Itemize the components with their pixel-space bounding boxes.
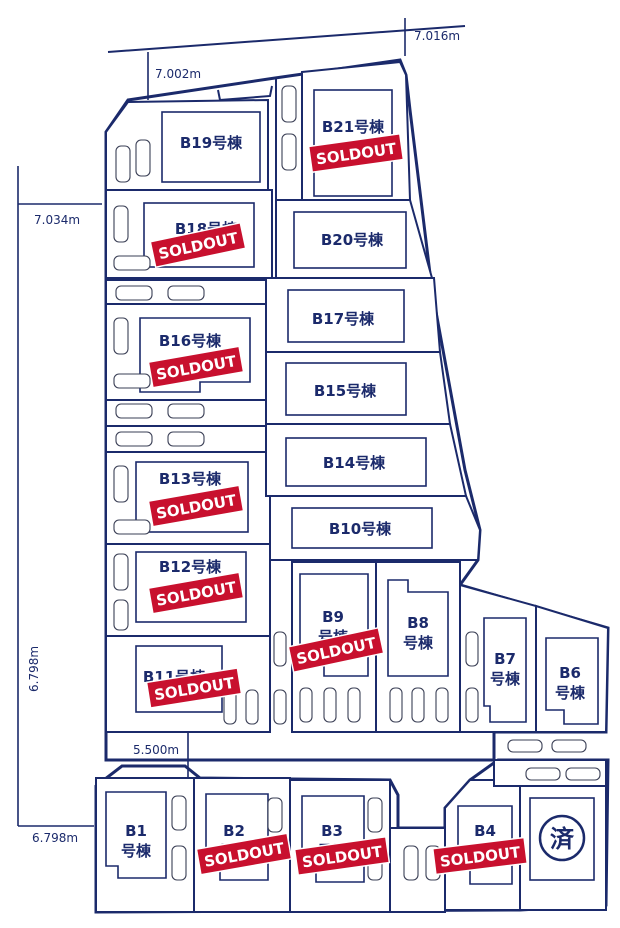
car <box>273 631 287 667</box>
car <box>113 553 129 591</box>
lot-label-B16: B16号棟 <box>159 332 222 350</box>
house-B10 <box>291 507 433 549</box>
lot-label-B1-name: B1 <box>125 822 147 840</box>
car <box>113 373 151 389</box>
soldout-badge-bg <box>145 667 243 709</box>
car <box>113 599 129 631</box>
soldout-badge-bg <box>147 345 245 389</box>
lot-label-B9-name: B9 <box>322 608 344 626</box>
car <box>115 285 153 301</box>
car <box>113 465 129 503</box>
car <box>299 687 313 723</box>
soldout-badge-bg <box>195 832 293 876</box>
dim-label-left-upper: 7.034m <box>34 213 80 227</box>
car <box>551 739 587 753</box>
car <box>113 205 129 243</box>
lot-B19-notch <box>217 85 273 102</box>
dim-label-left-vertical: 6.798m <box>27 646 41 692</box>
dim-label-top-left: 7.002m <box>155 67 201 81</box>
car <box>389 687 403 723</box>
car <box>167 285 205 301</box>
house-B7 <box>483 617 527 723</box>
house-B17 <box>287 289 405 343</box>
lot-label-B2-name: B2 <box>223 822 245 840</box>
lot-label-B15: B15号棟 <box>314 382 377 400</box>
car <box>273 689 287 725</box>
lot-label-B7-name: B7 <box>494 650 516 668</box>
car <box>113 317 129 355</box>
parking-cars <box>113 85 601 881</box>
top-road-edge <box>107 25 466 53</box>
soldout-badge-bg <box>147 484 245 528</box>
lot-label-B6-suffix: 号棟 <box>555 684 586 702</box>
lot-label-B4-name: B4 <box>474 822 496 840</box>
dim-label-left-lower: 6.798m <box>32 831 78 845</box>
soldout-badge-bg <box>149 221 247 269</box>
lot-label-B3-name: B3 <box>321 822 343 840</box>
car <box>465 631 479 667</box>
car <box>135 139 151 177</box>
car <box>347 687 361 723</box>
lot-label-B6-name: B6 <box>559 664 581 682</box>
car <box>245 689 259 725</box>
car <box>507 739 543 753</box>
house-B1 <box>105 791 167 879</box>
car <box>113 255 151 271</box>
soldout-badge-bg <box>147 571 245 615</box>
car <box>115 403 153 419</box>
car <box>115 431 153 447</box>
lot-label-B17: B17号棟 <box>312 310 375 328</box>
car <box>403 845 419 881</box>
car <box>411 687 425 723</box>
car <box>565 767 601 781</box>
car <box>281 133 297 171</box>
lot-label-B13: B13号棟 <box>159 470 222 488</box>
dim-label-top-right: 7.016m <box>414 29 460 43</box>
soldout-badge-bg <box>431 836 529 876</box>
lot-label-B20: B20号棟 <box>321 231 384 249</box>
seal-text: 済 <box>550 824 575 853</box>
car <box>465 687 479 723</box>
soldout-badge-B12: SOLDOUT <box>147 571 245 615</box>
soldout-badge-bg <box>287 626 385 674</box>
car <box>281 85 297 123</box>
lot-label-B10: B10号棟 <box>329 520 392 538</box>
house-B14 <box>285 437 427 487</box>
seal-circle <box>538 814 586 862</box>
soldout-badge-B4: SOLDOUT <box>431 836 529 876</box>
car <box>115 145 131 183</box>
car <box>435 687 449 723</box>
lot-label-B7-suffix: 号棟 <box>490 670 521 688</box>
car <box>167 431 205 447</box>
lot-label-B8-name: B8 <box>407 614 429 632</box>
car <box>323 687 337 723</box>
car <box>113 519 151 535</box>
house-B15 <box>285 362 407 416</box>
house-B20 <box>293 211 407 269</box>
car <box>167 403 205 419</box>
car <box>267 797 283 833</box>
dim-label-middle-road: 5.500m <box>133 743 179 757</box>
soldout-badge-bg <box>293 835 391 877</box>
lot-label-B8-suffix: 号棟 <box>403 634 434 652</box>
house-B19 <box>161 111 261 183</box>
house-B8 <box>387 579 449 677</box>
car <box>171 845 187 881</box>
lot-label-B12: B12号棟 <box>159 558 222 576</box>
house-B6 <box>545 637 599 725</box>
lot-label-B1-suffix: 号棟 <box>121 842 152 860</box>
soldout-badge-bg <box>307 132 405 174</box>
sold-seal-B5: 済 <box>538 814 586 862</box>
soldout-badge-B3: SOLDOUT <box>293 835 391 877</box>
car <box>367 797 383 833</box>
lot-label-B14: B14号棟 <box>323 454 386 472</box>
car <box>525 767 561 781</box>
lot-label-B19: B19号棟 <box>180 134 243 152</box>
car <box>171 795 187 831</box>
lot-label-B21: B21号棟 <box>322 118 385 136</box>
